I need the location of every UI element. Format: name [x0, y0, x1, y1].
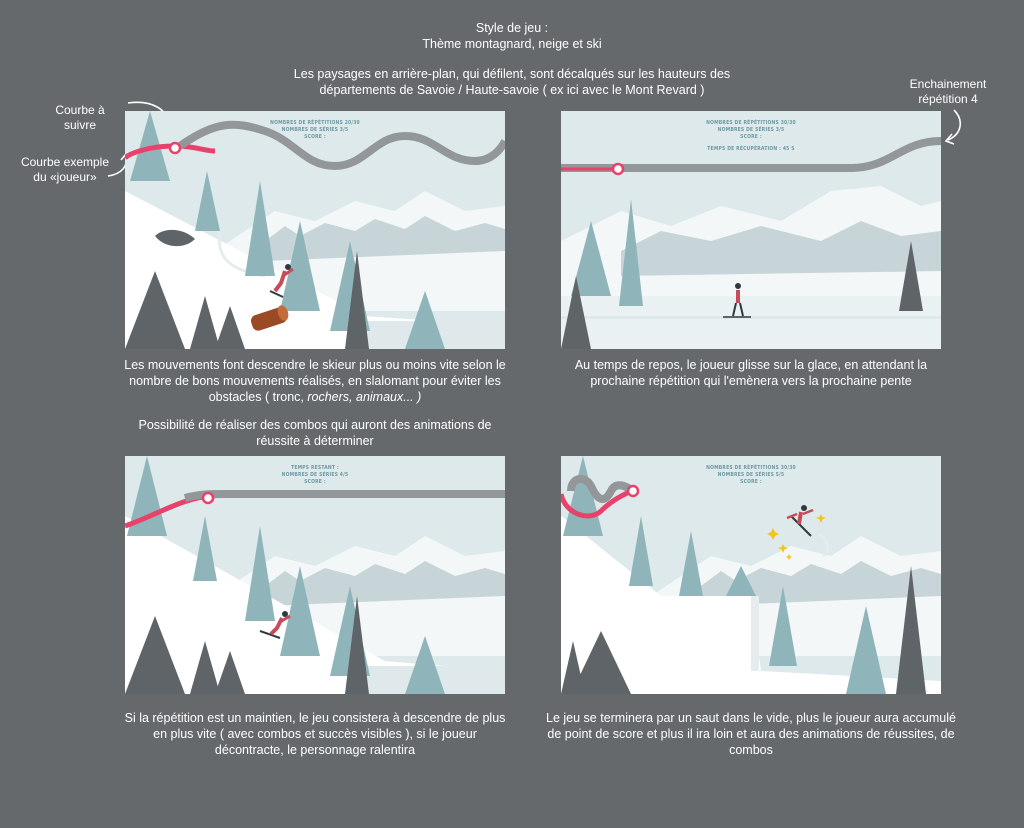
caption-panel-2-line1: Au temps de repos, le joueur glisse sur …: [574, 358, 928, 372]
hud-series: NOMBRES DE SÉRIES 4/5: [281, 472, 349, 478]
combo-note-line2: réussite à déterminer: [256, 434, 374, 448]
hud-time-left: TEMPS RESTANT :: [291, 465, 339, 471]
caption-panel-1-line2: nombre de bons mouvements réalisés, en s…: [129, 374, 501, 388]
caption-panel-1-line3-italic: rochers, animaux... ): [307, 390, 422, 404]
caption-panel-1-line3-text: obstacles ( tronc,: [208, 390, 308, 404]
arrow-chain-icon: [944, 109, 961, 145]
label-curve-follow: Courbe à suivre: [48, 103, 112, 133]
skier-icon: [269, 264, 294, 298]
game-panel-hold: TEMPS RESTANT : NOMBRES DE SÉRIES 4/5 SC…: [125, 456, 505, 694]
caption-panel-1-line3: obstacles ( tronc, rochers, animaux... ): [120, 389, 510, 405]
caption-panel-3-line3: décontracte, le personnage ralentira: [214, 743, 416, 757]
label-curve-player-line2: du «joueur»: [33, 170, 97, 184]
combo-note: Possibilité de réaliser des combos qui a…: [120, 417, 510, 449]
label-curve-player: Courbe exemple du «joueur»: [16, 155, 114, 185]
game-panel-jump: NOMBRES DE RÉPÉTITIONS 30/30 NOMBRES DE …: [561, 456, 941, 694]
caption-panel-3-line2: en plus vite ( avec combos et succès vis…: [153, 727, 477, 741]
label-curve-follow-line1: Courbe à: [55, 103, 105, 117]
hud-score: SCORE :: [304, 134, 326, 140]
hud-panel-4: NOMBRES DE RÉPÉTITIONS 30/30 NOMBRES DE …: [561, 465, 941, 486]
game-panel-rest: NOMBRES DE RÉPÉTITIONS 30/30 NOMBRES DE …: [561, 111, 941, 349]
caption-panel-2: Au temps de repos, le joueur glisse sur …: [556, 357, 946, 389]
label-curve-player-line1: Courbe exemple: [20, 155, 110, 169]
caption-panel-4-line2: de point de score et plus il ira loin et…: [547, 727, 955, 741]
hud-panel-2: NOMBRES DE RÉPÉTITIONS 30/30 NOMBRES DE …: [561, 120, 941, 153]
hud-series: NOMBRES DE SÉRIES 3/5: [717, 127, 785, 133]
hud-panel-1: NOMBRES DE RÉPÉTITIONS 20/30 NOMBRES DE …: [125, 120, 505, 141]
caption-panel-4-line3: combos: [729, 743, 773, 757]
label-chain-line2: répétition 4: [918, 92, 978, 106]
hud-score: SCORE :: [740, 479, 762, 485]
game-panel-descent: NOMBRES DE RÉPÉTITIONS 20/30 NOMBRES DE …: [125, 111, 505, 349]
hud-score: SCORE :: [304, 479, 326, 485]
label-chain: Enchainement répétition 4: [900, 77, 996, 107]
skier-tuck-icon: [259, 611, 291, 639]
label-curve-follow-line2: suivre: [63, 118, 96, 132]
header-theme: Thème montagnard, neige et ski: [422, 37, 602, 51]
caption-panel-3: Si la répétition est un maintien, le jeu…: [120, 710, 510, 758]
scene-descent: [125, 111, 505, 349]
hud-reps: NOMBRES DE RÉPÉTITIONS 30/30: [706, 465, 796, 471]
hud-reps: NOMBRES DE RÉPÉTITIONS 30/30: [706, 120, 796, 126]
scene-hold: [125, 456, 505, 694]
caption-panel-2-line2: prochaine répétition qui l'emènera vers …: [590, 374, 912, 388]
caption-panel-1-line1: Les mouvements font descendre le skieur …: [124, 358, 506, 372]
caption-panel-3-line1: Si la répétition est un maintien, le jeu…: [124, 711, 506, 725]
hud-series: NOMBRES DE SÉRIES 5/5: [717, 472, 785, 478]
caption-panel-4: Le jeu se terminera par un saut dans le …: [546, 710, 956, 758]
label-chain-line1: Enchainement: [909, 77, 987, 91]
hud-reps: NOMBRES DE RÉPÉTITIONS 20/30: [270, 120, 360, 126]
hud-series: NOMBRES DE SÉRIES 3/5: [281, 127, 349, 133]
hud-recovery: TEMPS DE RÉCUPÉRATION : 45 S: [707, 146, 795, 152]
caption-panel-1: Les mouvements font descendre le skieur …: [120, 357, 510, 405]
combo-note-line1: Possibilité de réaliser des combos qui a…: [138, 418, 492, 432]
hud-panel-3: TEMPS RESTANT : NOMBRES DE SÉRIES 4/5 SC…: [125, 465, 505, 486]
header-desc-1: Les paysages en arrière-plan, qui défile…: [293, 67, 731, 81]
hud-score: SCORE :: [740, 134, 762, 140]
sparkle-icon: [767, 514, 826, 560]
skier-idle-icon: [723, 283, 751, 318]
scene-jump: [561, 456, 941, 694]
header-desc-2: départements de Savoie / Haute-savoie ( …: [319, 83, 705, 97]
header-title: Style de jeu :: [475, 21, 549, 35]
scene-rest: [561, 111, 941, 349]
skier-jump-icon: [786, 505, 814, 537]
caption-panel-4-line1: Le jeu se terminera par un saut dans le …: [546, 711, 956, 725]
